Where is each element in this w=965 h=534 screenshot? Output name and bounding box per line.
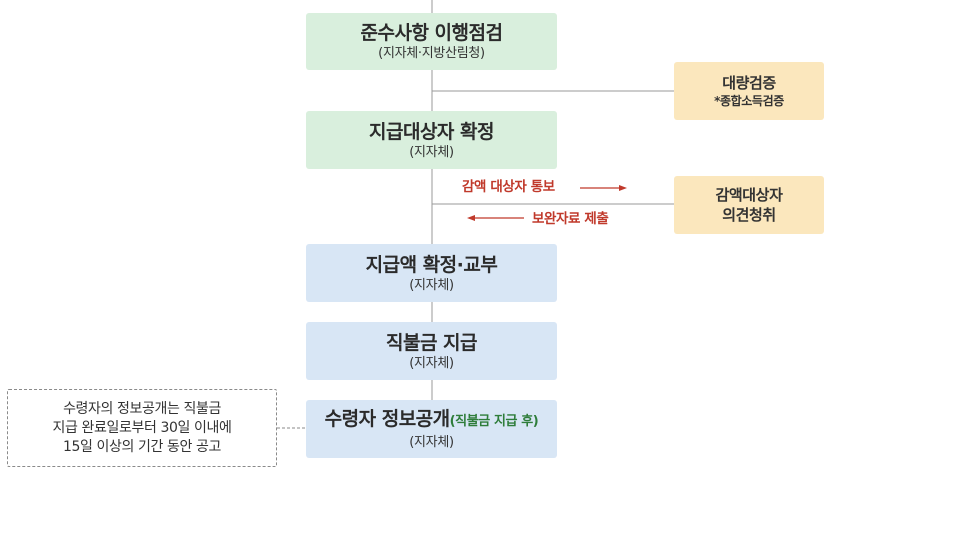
step-confirm-recipients: 지급대상자 확정 (지자체) — [306, 111, 557, 169]
step-title-row: 수령자 정보공개(직불금 지급 후) — [325, 407, 539, 434]
step-title: 수령자 정보공개 — [324, 408, 450, 430]
notify-label: 감액 대상자 통보 — [462, 179, 555, 195]
note-line: 수령자의 정보공개는 직불금 — [63, 400, 221, 417]
step-sub: (지자체) — [409, 277, 454, 293]
side-sub: *종합소득검증 — [714, 94, 784, 108]
submit-label: 보완자료 제출 — [532, 211, 609, 227]
step-sub: (지자체) — [409, 144, 454, 160]
step-disclosure: 수령자 정보공개(직불금 지급 후) (지자체) — [306, 400, 557, 458]
step-title: 지급대상자 확정 — [369, 120, 494, 143]
notify-arrow-head — [619, 185, 627, 191]
step-sub: (지자체) — [409, 435, 454, 450]
step-inline-note: (직불금 지급 후) — [449, 414, 539, 429]
step-compliance-check: 준수사항 이행점검 (지자체·지방산림청) — [306, 13, 557, 70]
side-title: 대량검증 — [722, 74, 776, 92]
step-sub: (지자체·지방산림청) — [378, 46, 485, 61]
side-line: 감액대상자 — [715, 186, 783, 204]
side-bulk-verification: 대량검증 *종합소득검증 — [674, 62, 824, 120]
step-sub: (지자체) — [409, 355, 454, 371]
step-title: 지급액 확정·교부 — [365, 253, 498, 276]
submit-arrow-head — [467, 215, 475, 221]
step-title: 직불금 지급 — [385, 331, 478, 354]
step-title: 준수사항 이행점검 — [360, 22, 503, 44]
side-reduction-hearing: 감액대상자 의견청취 — [674, 176, 824, 234]
note-line: 지급 완료일로부터 30일 이내에 — [52, 419, 232, 436]
step-confirm-amount: 지급액 확정·교부 (지자체) — [306, 244, 557, 302]
note-line: 15일 이상의 기간 동안 공고 — [62, 438, 221, 455]
disclosure-note: 수령자의 정보공개는 직불금 지급 완료일로부터 30일 이내에 15일 이상의… — [7, 389, 277, 467]
side-line: 의견청취 — [722, 206, 776, 224]
step-payment: 직불금 지급 (지자체) — [306, 322, 557, 380]
